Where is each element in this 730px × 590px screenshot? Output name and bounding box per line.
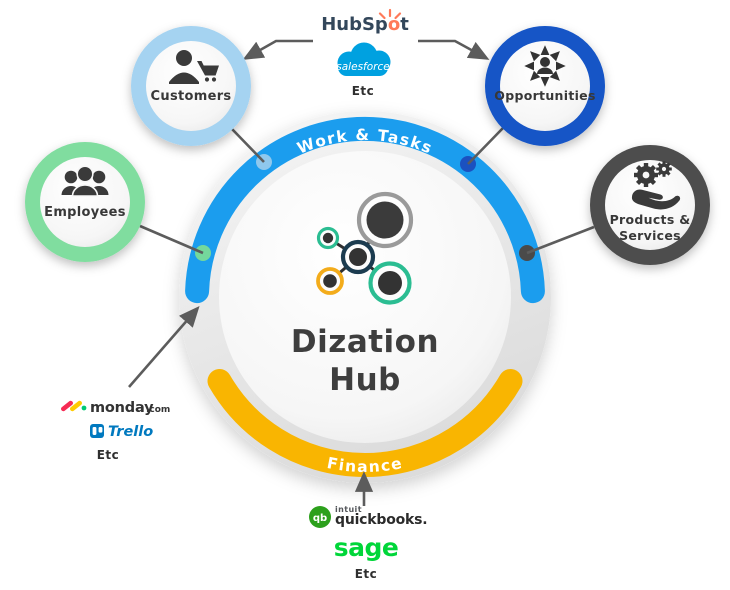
person-expand-arrows-icon bbox=[524, 45, 566, 87]
satellite-customers: Customers bbox=[131, 26, 251, 146]
crm-to-customers-arrow bbox=[242, 39, 313, 60]
monday-wordmark: monday bbox=[90, 400, 154, 416]
finance-arc-label: Finance bbox=[325, 454, 404, 476]
opportunities-inner bbox=[500, 41, 590, 131]
work-apps-arrow bbox=[128, 306, 200, 388]
monday-logo: monday .com bbox=[60, 400, 170, 416]
crm-logo-group: HubSpot salesforce Etc bbox=[321, 8, 409, 98]
finance-apps-logo-group: qb intuit quickbooks. sage Etc bbox=[309, 505, 428, 581]
satellite-employees: Employees bbox=[25, 142, 145, 262]
quickbooks-wordmark: quickbooks. bbox=[335, 512, 427, 528]
monday-icon bbox=[60, 400, 87, 412]
customers-line bbox=[231, 128, 265, 163]
employees-inner bbox=[40, 157, 130, 247]
hubspot-logo: HubSpot bbox=[321, 14, 409, 35]
opportunities-line bbox=[467, 127, 504, 165]
trello-icon bbox=[90, 424, 104, 438]
quickbooks-icon bbox=[309, 506, 331, 528]
employees-line bbox=[139, 224, 204, 255]
customers-label: Customers bbox=[151, 89, 232, 104]
hub-inner-circle bbox=[219, 151, 511, 443]
quickbooks-intuit: intuit bbox=[335, 505, 362, 514]
work-etc-label: Etc bbox=[97, 448, 120, 462]
customer-with-cart-icon bbox=[169, 50, 219, 84]
crm-etc-label: Etc bbox=[352, 84, 375, 98]
hub-title-line1: Dization bbox=[291, 324, 439, 360]
products-line bbox=[526, 225, 595, 255]
hub-title-line2: Hub bbox=[329, 362, 401, 398]
salesforce-logo: salesforce bbox=[336, 42, 391, 76]
trello-logo: Trello bbox=[90, 424, 153, 440]
hand-with-gears-icon bbox=[631, 161, 681, 210]
employees-label: Employees bbox=[44, 205, 126, 220]
crm-to-opportunities-arrow bbox=[418, 39, 490, 60]
products-label-line2: Services bbox=[619, 228, 681, 243]
satellite-opportunities: Opportunities bbox=[485, 26, 605, 146]
trello-wordmark: Trello bbox=[108, 424, 153, 440]
satellite-products-services: Products & Services bbox=[590, 145, 710, 265]
opportunities-label: Opportunities bbox=[494, 88, 595, 103]
salesforce-wordmark: salesforce bbox=[336, 61, 389, 73]
finance-arc bbox=[207, 369, 523, 477]
customers-inner bbox=[146, 41, 236, 131]
hub: Work & Tasks Finance Dization Hub bbox=[179, 111, 551, 483]
hubspot-sprocket-icon bbox=[378, 8, 402, 20]
quickbooks-logo: qb intuit quickbooks. bbox=[309, 505, 428, 528]
salesforce-cloud-icon bbox=[337, 42, 391, 76]
products-label-line1: Products & bbox=[610, 212, 691, 227]
connectors bbox=[128, 39, 595, 506]
work-tasks-arc bbox=[185, 116, 545, 304]
work-apps-logo-group: monday .com Trello Etc bbox=[60, 400, 170, 462]
sage-logo: sage bbox=[334, 533, 399, 562]
finance-etc-label: Etc bbox=[355, 567, 378, 581]
hub-network-logo-icon bbox=[316, 191, 414, 305]
quickbooks-icon-letters: qb bbox=[313, 513, 327, 524]
team-icon bbox=[61, 165, 109, 197]
monday-tld: .com bbox=[146, 405, 170, 415]
